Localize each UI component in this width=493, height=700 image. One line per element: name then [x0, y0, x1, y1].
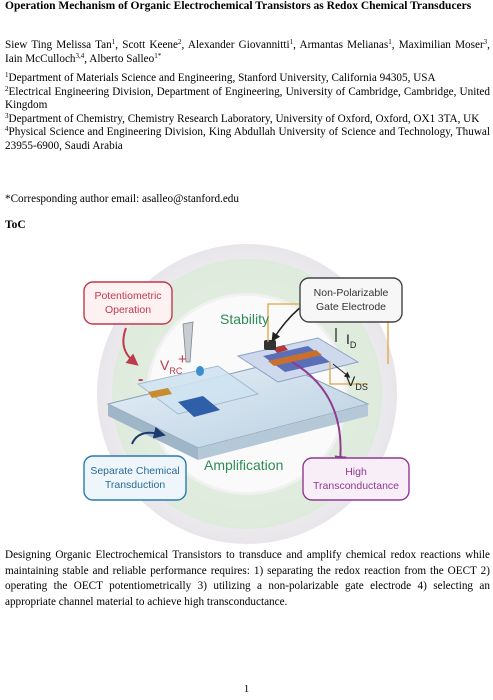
paper-title: Operation Mechanism of Organic Electroch… [5, 0, 472, 12]
vds-label: VDS [346, 373, 368, 392]
svg-text:Gate Electrode: Gate Electrode [316, 301, 386, 313]
affiliation-number: 1 [5, 71, 9, 79]
affiliation-text: Electrical Engineering Division, Departm… [5, 85, 490, 112]
author-name: Armantas Melianas [299, 39, 389, 51]
author-separator: , [293, 39, 300, 51]
affiliation-line: 1Department of Materials Science and Eng… [5, 72, 490, 86]
affiliation-text: Physical Science and Engineering Divisio… [5, 126, 490, 152]
affiliation-line: 4Physical Science and Engineering Divisi… [5, 126, 490, 153]
vds-arrow [332, 363, 351, 378]
svg-text:Non-Polarizable: Non-Polarizable [314, 287, 389, 299]
author-affiliation-mark: 2 [177, 38, 182, 46]
svg-text:Potentiometric: Potentiometric [94, 290, 161, 302]
author-list: Siew Ting Melissa Tan1, Scott Keene2, Al… [5, 39, 490, 66]
author-separator: , [391, 39, 399, 51]
toc-description: Designing Organic Electrochemical Transi… [5, 549, 490, 608]
author-affiliation-mark: 3 [483, 38, 488, 46]
affiliation-line: 2Electrical Engineering Division, Depart… [5, 84, 490, 113]
affiliation-number: 2 [5, 84, 9, 93]
svg-text:High: High [345, 466, 367, 478]
author-name: Siew Ting Melissa Tan [5, 39, 112, 51]
author-separator: , [181, 39, 188, 51]
separate-arrow [131, 426, 166, 445]
potentiometric-operation-box: Potentiometric Operation [83, 281, 173, 325]
minus-sign: - [138, 371, 143, 388]
affiliation-list: 1Department of Materials Science and Eng… [5, 72, 490, 153]
vrc-label: VRC [160, 357, 183, 376]
svg-text:Separate Chemical: Separate Chemical [90, 465, 179, 477]
potentiometric-arrow [122, 327, 139, 366]
non-polarizable-gate-box: Non-Polarizable Gate Electrode [299, 277, 403, 323]
svg-text:Transconductance: Transconductance [313, 480, 399, 492]
affiliation-number: 4 [5, 125, 9, 133]
plus-sign: + [178, 351, 187, 368]
affiliation-number: 3 [5, 111, 9, 120]
affiliation-line: 3Department of Chemistry, Chemistry Rese… [5, 111, 490, 127]
author-separator: , [115, 39, 123, 51]
author-separator: , [84, 52, 90, 65]
amplification-label: Amplification [204, 457, 283, 473]
stability-label: Stability [220, 311, 269, 327]
page-number: 1 [243, 683, 250, 695]
author-name: Alberto Salleo [89, 52, 155, 65]
author-name: Iain McCulloch [5, 52, 76, 65]
affiliation-text: Department of Chemistry, Chemistry Resea… [8, 112, 480, 125]
author-name: Maximilian Moser [398, 39, 484, 51]
high-transconductance-box: High Transconductance [302, 457, 410, 501]
toc-heading: ToC [5, 219, 26, 231]
stability-ring [112, 259, 382, 529]
author-affiliation-mark: 1* [154, 51, 162, 60]
id-label: ID [346, 331, 357, 350]
svg-text:Operation: Operation [105, 304, 151, 316]
affiliation-text: Department of Materials Science and Engi… [8, 72, 436, 84]
author-affiliation-mark: 1 [111, 38, 116, 46]
svg-text:Transduction: Transduction [105, 479, 165, 491]
author-affiliation-mark: 1 [289, 38, 294, 46]
author-separator: , [487, 39, 490, 51]
author-affiliation-mark: 1 [388, 38, 392, 46]
author-affiliation-mark: 3,4 [75, 51, 85, 60]
transconductance-arrow [291, 361, 347, 468]
author-name: Alexander Giovannitti [187, 39, 290, 51]
vds-circuit-wire [329, 362, 368, 385]
corresponding-author: *Corresponding author email: asalleo@sta… [5, 193, 239, 205]
author-name: Scott Keene [122, 39, 178, 51]
separate-chemical-transduction-box: Separate Chemical Transduction [83, 455, 187, 501]
toc-figure: ID VDS VRC - + Stability Amplification P… [83, 244, 410, 544]
